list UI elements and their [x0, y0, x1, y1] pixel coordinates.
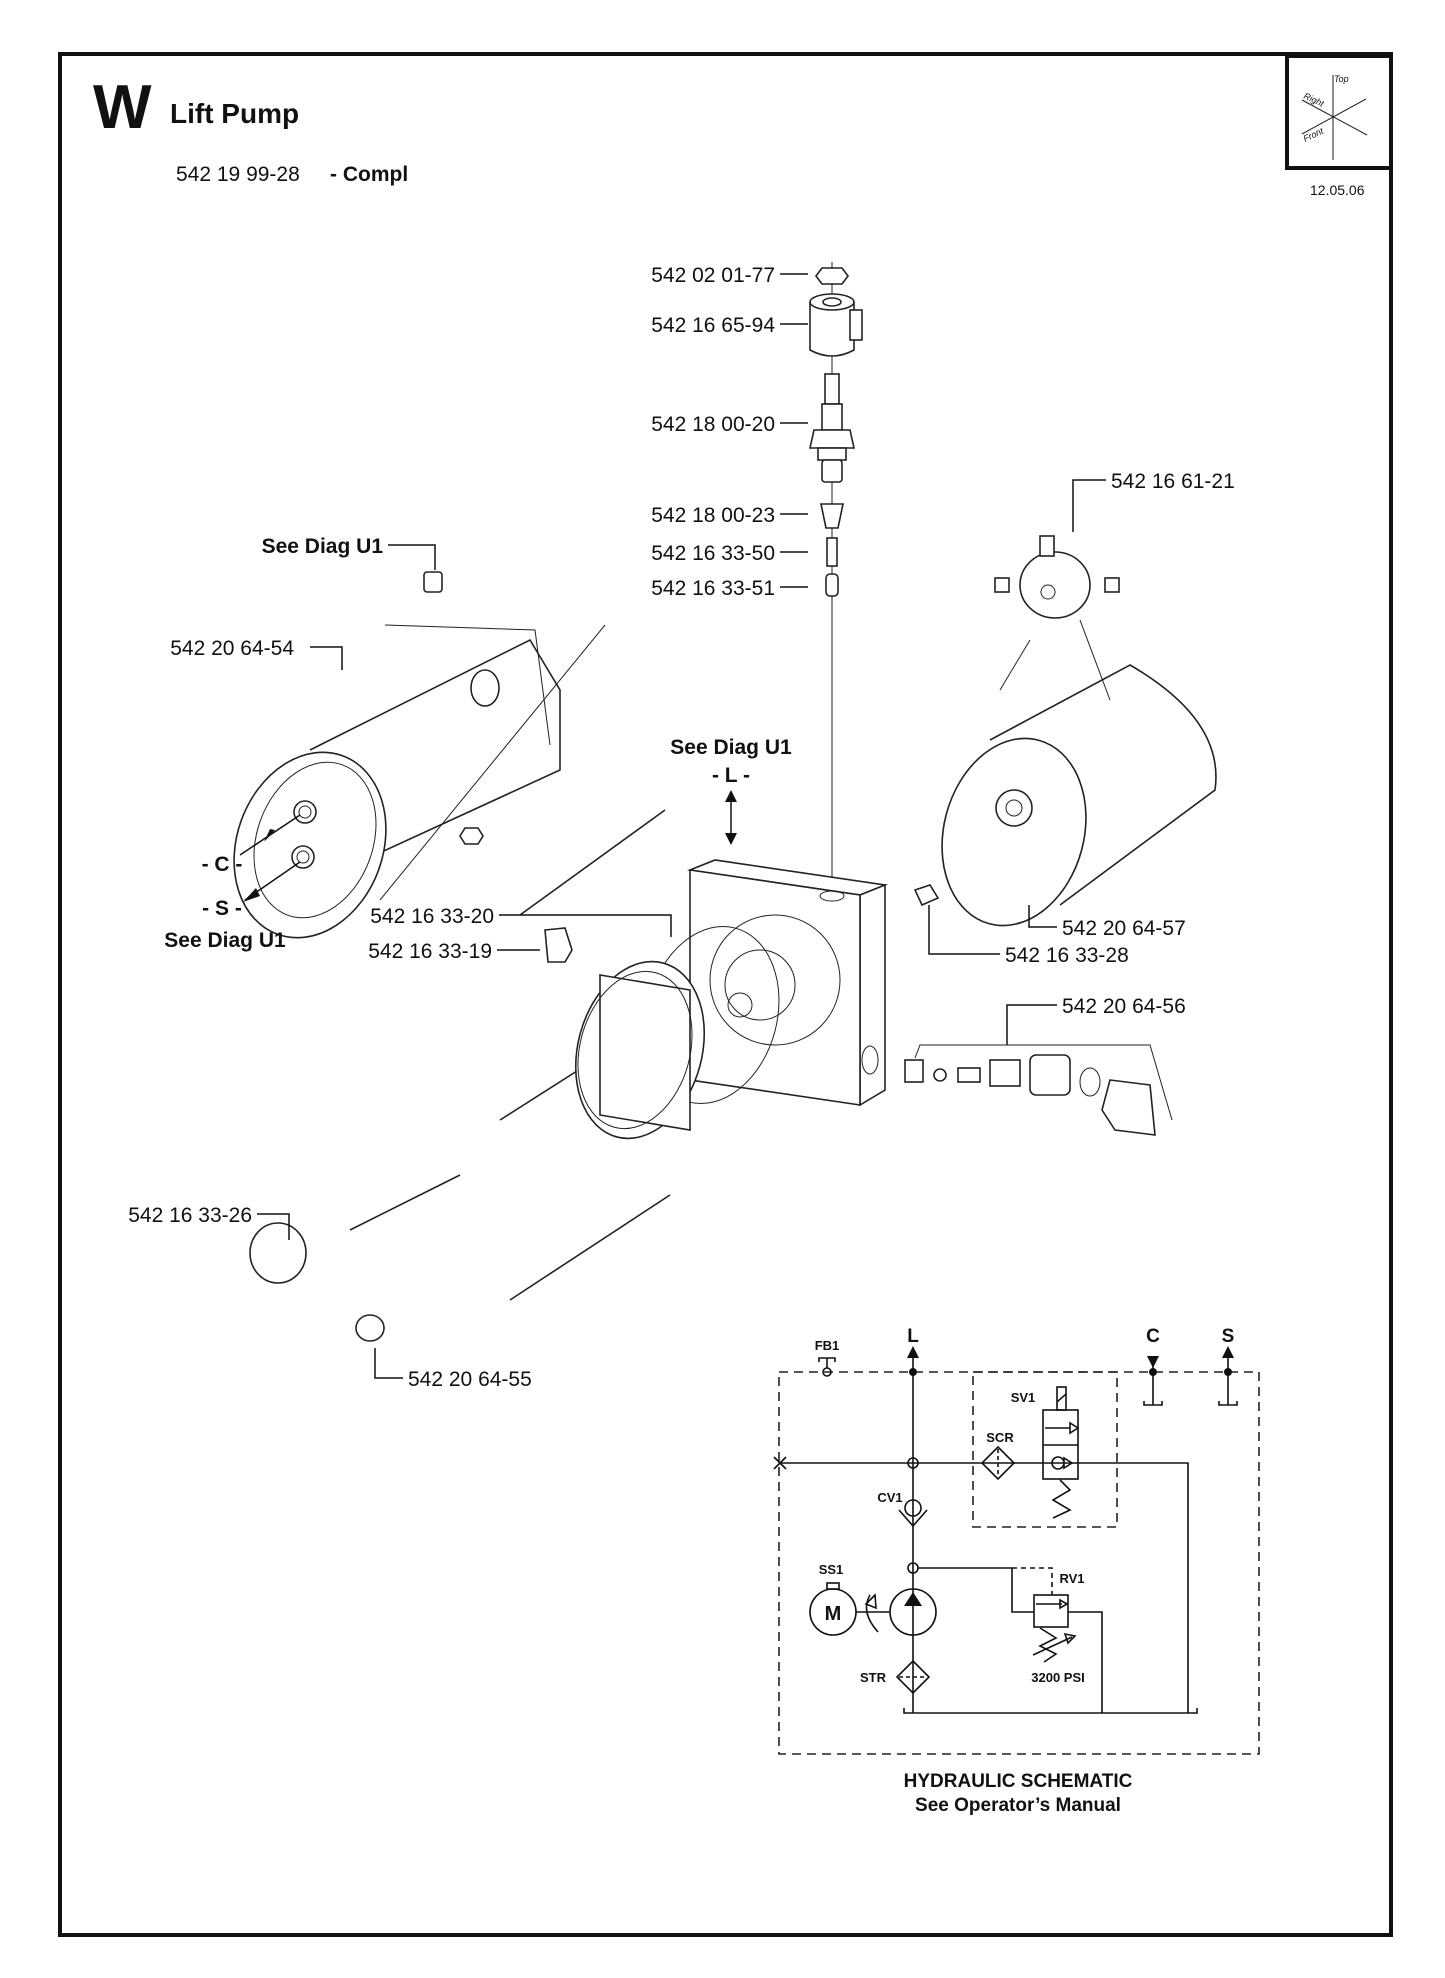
orientation-indicator: Top Right Front — [1285, 54, 1393, 170]
callout-see-diag-top: See Diag U1 — [262, 535, 384, 558]
coupler-part — [913, 884, 940, 907]
schematic-fb1: FB1 — [815, 1338, 840, 1353]
assembly-suffix: - Compl — [330, 163, 408, 186]
assembly-number: 542 19 99-28 — [176, 163, 300, 186]
callout-reservoir: 542 20 64-54 — [170, 637, 294, 660]
motor-part — [941, 664, 1217, 927]
callout-motor: 542 20 64-57 — [1062, 917, 1186, 940]
schematic-scr: SCR — [986, 1430, 1014, 1445]
screen-part — [820, 503, 844, 529]
coil-part — [809, 293, 863, 357]
callout-relief-kit: 542 20 64-56 — [1062, 995, 1186, 1018]
callout-coupler: 542 16 33-28 — [1005, 944, 1129, 967]
hydraulic-schematic: L C S FB1 SCR SV1 — [773, 1326, 1260, 1816]
callout-see-diag-cs: See Diag U1 — [164, 929, 286, 952]
callout-coil: 542 16 65-94 — [651, 314, 775, 337]
spring-part — [826, 537, 838, 567]
callout-solenoid: 542 16 61-21 — [1111, 470, 1235, 493]
schematic-ss1: SS1 — [819, 1562, 844, 1577]
orientation-top-label: Top — [1334, 74, 1349, 84]
schematic-str: STR — [860, 1670, 887, 1685]
schematic-title: HYDRAULIC SCHEMATIC — [904, 1771, 1133, 1792]
schematic-sv1: SV1 — [1011, 1390, 1036, 1405]
reservoir-part — [233, 624, 606, 939]
port-s-label: - S - — [202, 897, 242, 920]
orientation-front-label: Front — [1302, 126, 1326, 144]
schematic-port-s: S — [1222, 1326, 1235, 1347]
callout-poppet: 542 16 33-51 — [651, 577, 775, 600]
callout-oring: 542 16 33-20 — [370, 905, 494, 928]
schematic-port-c: C — [1146, 1326, 1160, 1347]
callout-plug: 542 20 64-55 — [408, 1368, 532, 1391]
valve-stem-part — [809, 373, 855, 483]
callout-labels: 542 02 01-77 542 16 65-94 542 18 00-20 5… — [128, 264, 1235, 1391]
plug-part — [355, 1314, 385, 1342]
fitting-part — [544, 927, 573, 963]
port-c-label: - C - — [202, 853, 243, 876]
revision-date: 12.05.06 — [1310, 182, 1365, 198]
callout-screen: 542 18 00-23 — [651, 504, 775, 527]
callout-see-diag-l: See Diag U1 — [670, 736, 792, 759]
section-letter: W — [93, 73, 152, 142]
page-title: Lift Pump — [170, 98, 299, 129]
schematic-port-l: L — [907, 1326, 919, 1347]
nut-part — [815, 267, 849, 285]
callout-nut: 542 02 01-77 — [651, 264, 775, 287]
callout-spring: 542 16 33-50 — [651, 542, 775, 565]
solenoid-part — [994, 535, 1120, 701]
callout-filter: 542 16 33-26 — [128, 1204, 252, 1227]
port-l-label: - L - — [712, 764, 750, 787]
page-frame — [58, 52, 1393, 1937]
callout-fitting: 542 16 33-19 — [368, 940, 492, 963]
filter-part — [249, 1222, 307, 1284]
vent-plug-part — [423, 571, 443, 593]
schematic-subtitle: See Operator’s Manual — [915, 1795, 1121, 1816]
end-plate-part — [574, 960, 706, 1140]
schematic-cv1: CV1 — [877, 1490, 902, 1505]
poppet-part — [825, 573, 839, 597]
callout-valve-stem: 542 18 00-20 — [651, 413, 775, 436]
schematic-pressure: 3200 PSI — [1031, 1670, 1085, 1685]
relief-valve-parts — [904, 1054, 1156, 1136]
pump-block-part — [686, 859, 889, 1107]
schematic-motor: M — [825, 1603, 842, 1625]
schematic-rv1: RV1 — [1059, 1571, 1084, 1586]
